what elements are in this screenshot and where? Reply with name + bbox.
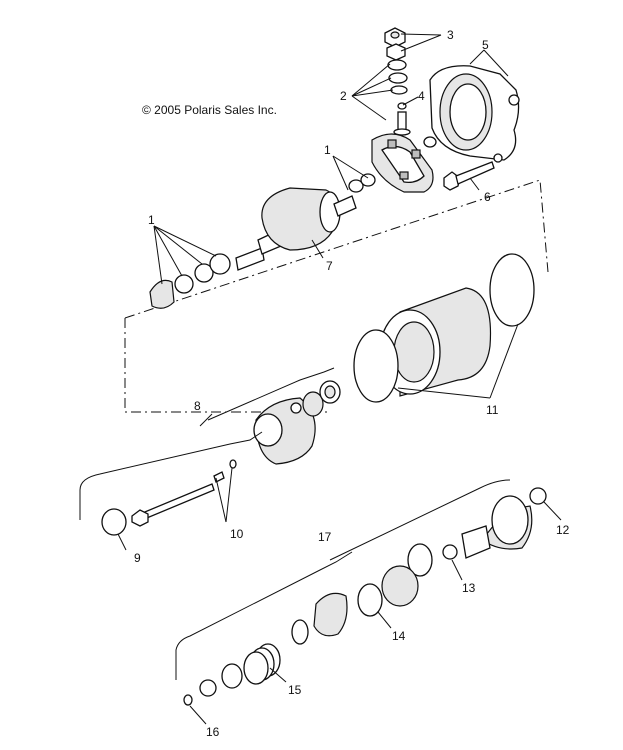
callout-13: 13 <box>462 581 476 595</box>
callout-9: 9 <box>134 551 141 565</box>
brush-holder <box>371 133 434 193</box>
thrust-washer <box>529 487 547 505</box>
clutch-spring-assembly <box>183 565 419 706</box>
bracket-8-upper <box>207 367 335 421</box>
o-ring-rear <box>489 253 535 327</box>
bracket-17-upper <box>329 479 511 561</box>
o-ring-small <box>101 508 127 536</box>
armature-washers <box>149 253 231 309</box>
leader-lines <box>117 33 562 725</box>
o-ring-front <box>353 329 399 403</box>
callout-16: 16 <box>206 725 220 739</box>
bracket-8 <box>79 431 263 520</box>
callout-10: 10 <box>230 527 244 541</box>
through-bolt-short <box>443 161 495 191</box>
callout-1-upper: 1 <box>324 143 331 157</box>
callout-11: 11 <box>486 403 499 417</box>
clutch-plate <box>407 543 433 577</box>
bearing <box>302 380 341 417</box>
callout-6: 6 <box>484 190 491 204</box>
callout-14: 14 <box>392 629 406 643</box>
bracket-17 <box>175 551 353 680</box>
pinion-gear <box>461 495 533 559</box>
callout-2: 2 <box>340 89 347 103</box>
callout-17: 17 <box>318 530 332 544</box>
callout-4: 4 <box>418 89 425 103</box>
long-bolt <box>131 459 237 527</box>
callout-15: 15 <box>288 683 302 697</box>
armature <box>235 173 376 271</box>
snap-ring <box>442 544 458 560</box>
callout-1-lower: 1 <box>148 213 155 227</box>
callout-8: 8 <box>194 399 201 413</box>
callout-7: 7 <box>326 259 333 273</box>
copyright-notice: © 2005 Polaris Sales Inc. <box>142 103 277 117</box>
bracket-8-tick <box>199 413 213 427</box>
callout-12: 12 <box>556 523 570 537</box>
drive-housing <box>253 397 316 465</box>
nut-stack <box>384 27 411 136</box>
assembly-outline <box>124 179 549 413</box>
callout-5: 5 <box>482 38 489 52</box>
end-cap-housing <box>423 65 520 163</box>
callout-3: 3 <box>447 28 454 42</box>
